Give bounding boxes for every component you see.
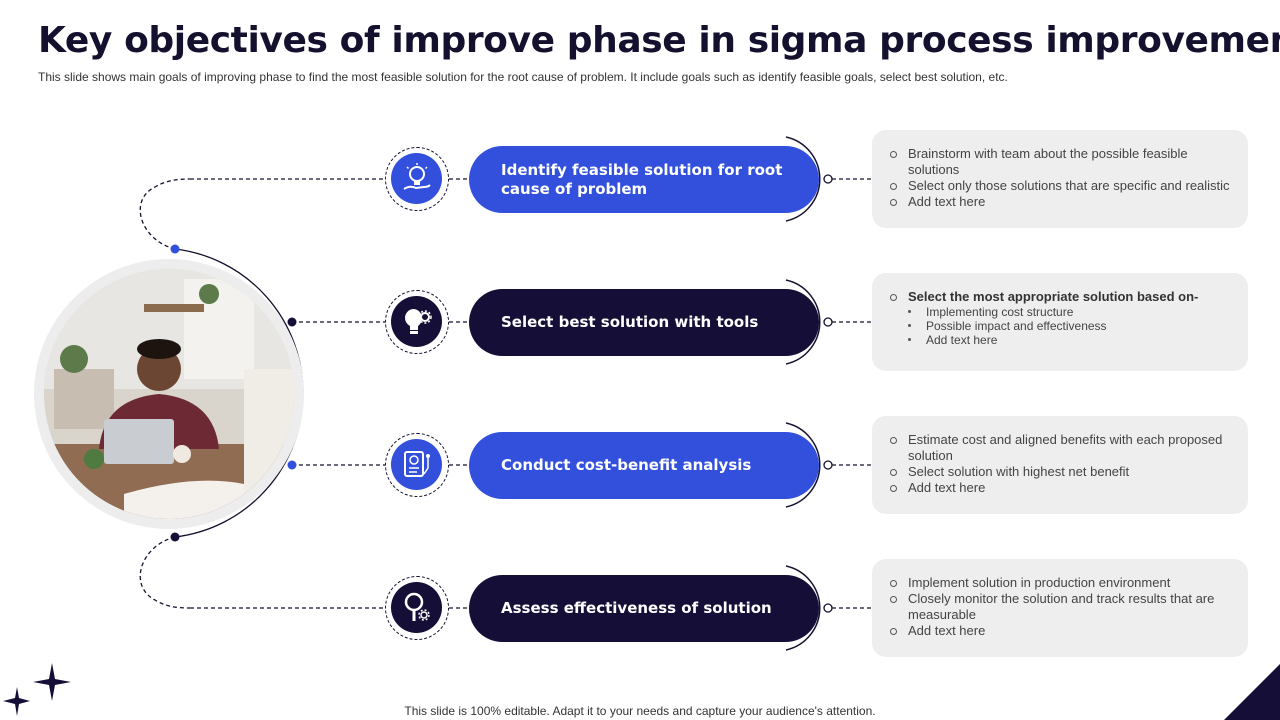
step-3-detail: Add text here bbox=[888, 480, 1238, 496]
cost-document-icon bbox=[400, 448, 434, 482]
step-3-label: Conduct cost-benefit analysis bbox=[501, 456, 751, 475]
step-4-pill[interactable]: Assess effectiveness of solution bbox=[469, 575, 819, 642]
step-3-card: Estimate cost and aligned benefits with … bbox=[872, 416, 1248, 514]
step-1-card: Brainstorm with team about the possible … bbox=[872, 130, 1248, 228]
step-1-detail: Add text here bbox=[888, 194, 1238, 210]
step-4-detail: Closely monitor the solution and track r… bbox=[888, 591, 1238, 623]
step-1-icon-circle bbox=[385, 147, 449, 211]
step-2-sub-detail: Possible impact and effectiveness bbox=[906, 319, 1238, 333]
step-3-icon-circle bbox=[385, 433, 449, 497]
step-1-pill[interactable]: Identify feasible solution for root caus… bbox=[469, 146, 819, 213]
step-4-label: Assess effectiveness of solution bbox=[501, 599, 772, 618]
step-2-label: Select best solution with tools bbox=[501, 313, 758, 332]
step-2-sub-detail: Implementing cost structure bbox=[906, 305, 1238, 319]
step-4-detail: Add text here bbox=[888, 623, 1238, 639]
footer-note: This slide is 100% editable. Adapt it to… bbox=[0, 704, 1280, 718]
step-1-detail: Brainstorm with team about the possible … bbox=[888, 146, 1238, 178]
step-3-pill[interactable]: Conduct cost-benefit analysis bbox=[469, 432, 819, 499]
step-1-detail: Select only those solutions that are spe… bbox=[888, 178, 1238, 194]
step-2-sub-detail: Add text here bbox=[906, 333, 1238, 347]
step-2-pill[interactable]: Select best solution with tools bbox=[469, 289, 819, 356]
magnifier-gear-icon bbox=[400, 591, 434, 625]
step-2-icon-circle bbox=[385, 290, 449, 354]
lightbulb-gear-icon bbox=[400, 305, 434, 339]
step-3-detail: Estimate cost and aligned benefits with … bbox=[888, 432, 1238, 464]
step-3-detail: Select solution with highest net benefit bbox=[888, 464, 1238, 480]
team-meeting-photo bbox=[44, 269, 294, 519]
step-4-detail: Implement solution in production environ… bbox=[888, 575, 1238, 591]
step-4-card: Implement solution in production environ… bbox=[872, 559, 1248, 657]
step-1-label: Identify feasible solution for root caus… bbox=[501, 161, 791, 199]
step-2-card: Select the most appropriate solution bas… bbox=[872, 273, 1248, 371]
step-2-detail-heading: Select the most appropriate solution bas… bbox=[888, 289, 1238, 305]
step-4-icon-circle bbox=[385, 576, 449, 640]
lightbulb-hand-icon bbox=[400, 162, 434, 196]
